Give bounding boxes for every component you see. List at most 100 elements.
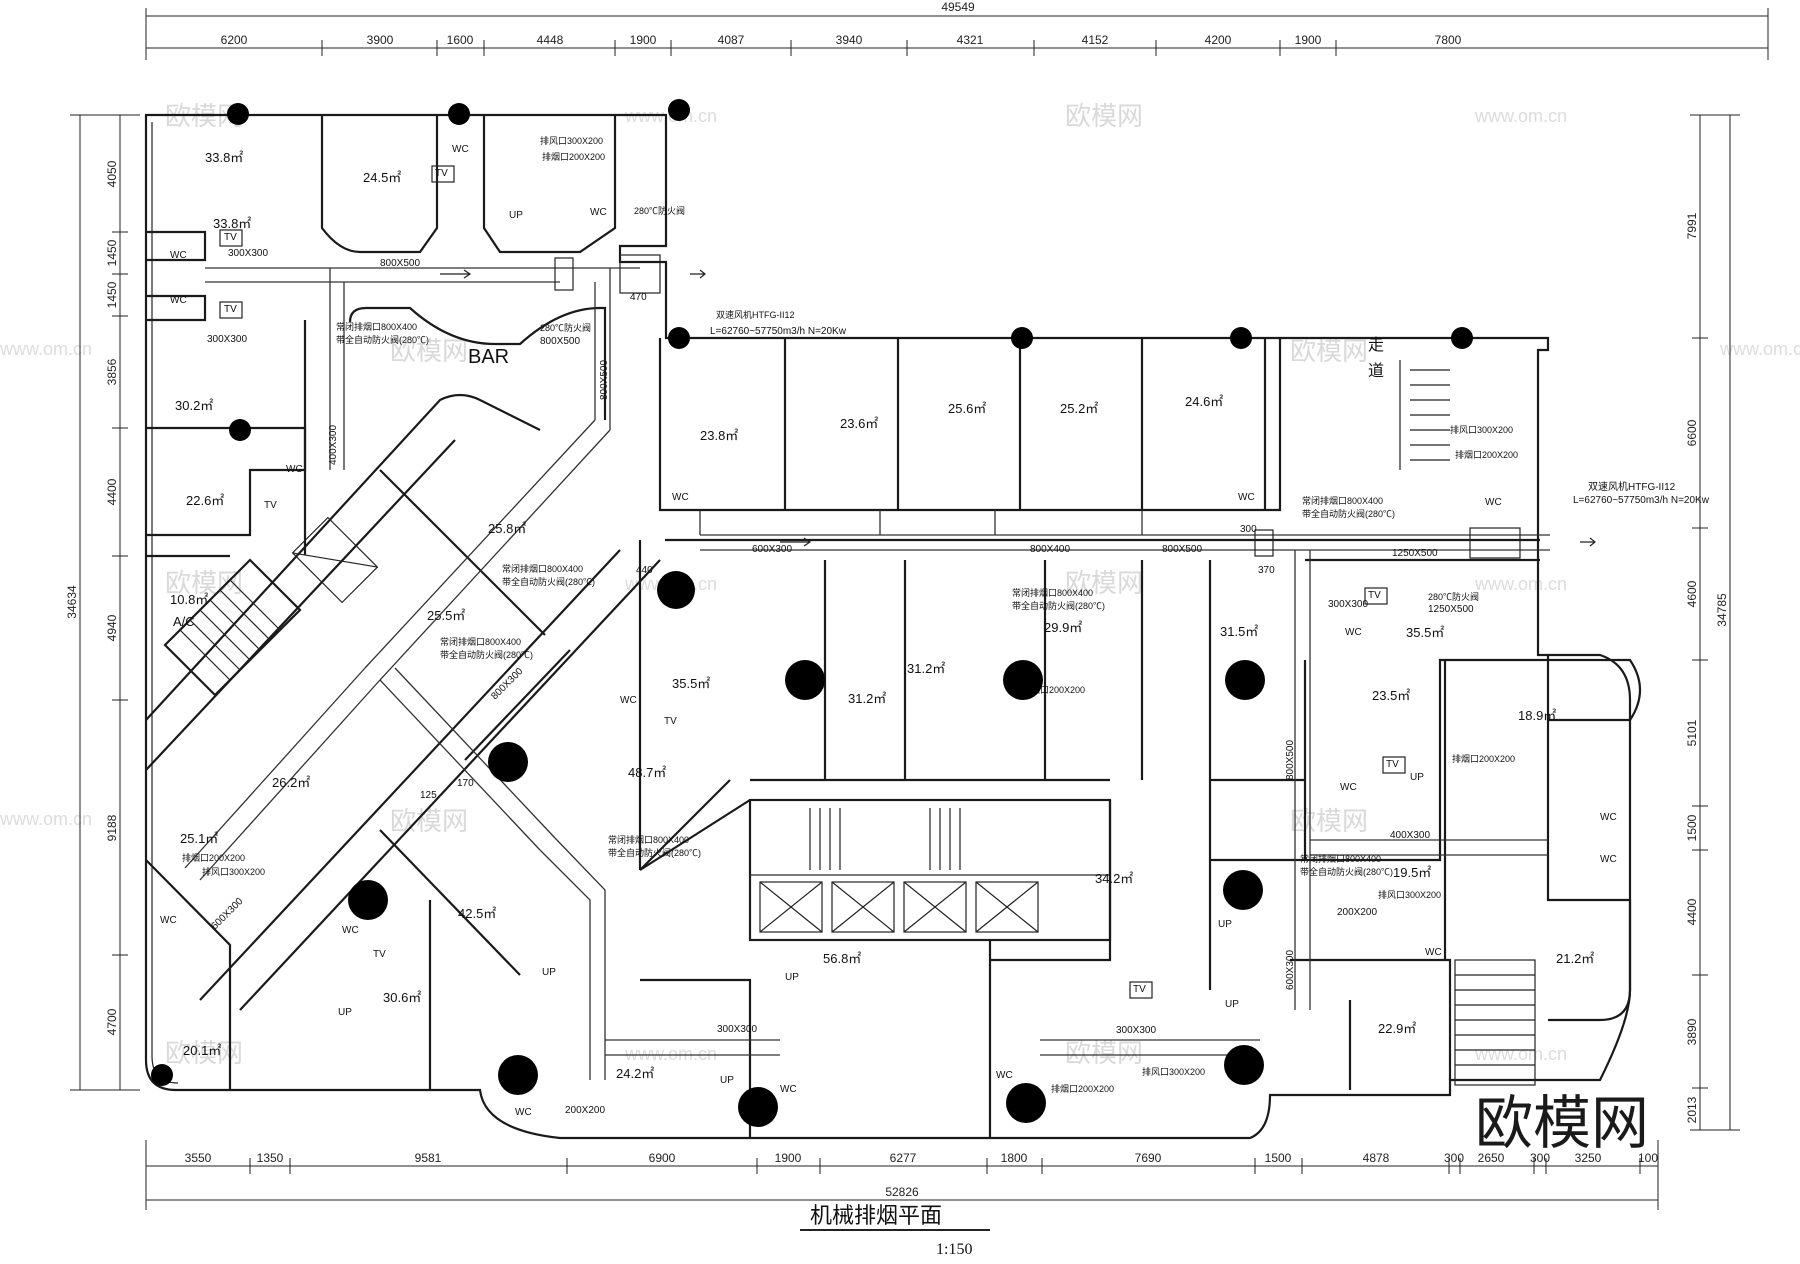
- vent-note: 排风口300X200: [1142, 1066, 1205, 1077]
- dim-bottom: 2650: [1478, 1151, 1505, 1165]
- smoke-exhaust-point-p20: [1224, 1045, 1264, 1085]
- tv-label: TV: [264, 500, 277, 511]
- fan-note: 双速风机HTFG-II12: [716, 309, 795, 320]
- fan-note: L=62760~57750m3/h N=20Kw: [710, 326, 847, 337]
- wc-label: WC: [1600, 812, 1617, 823]
- vent-note: 排风口300X200: [1450, 424, 1513, 435]
- smoke-exhaust-point-p15: [348, 880, 388, 920]
- watermark-url: www.om.cn: [624, 1044, 717, 1064]
- dim-bottom: 1350: [257, 1151, 284, 1165]
- dim-right: 5101: [1685, 719, 1699, 746]
- dim-bottom: 4878: [1363, 1151, 1390, 1165]
- exhaust-inlet-note: 排烟口200X200: [182, 852, 245, 863]
- room-area-label: 24.2㎡: [616, 1066, 654, 1081]
- tv-label: TV: [664, 716, 677, 727]
- title-block: 机械排烟平面 1:150 欧模网: [800, 1089, 1649, 1258]
- room-area-label: 31.2㎡: [848, 691, 886, 706]
- damper-note: 带全自动防火阀(280℃): [336, 334, 429, 345]
- duct-size: 200X200: [1337, 907, 1377, 918]
- room-area-label: 35.5㎡: [1406, 625, 1444, 640]
- smoke-exhaust-point-p11: [785, 660, 825, 700]
- dim-left: 9188: [105, 814, 119, 841]
- room-area-label: 31.2㎡: [907, 661, 945, 676]
- fan-note: L=62760~57750m3/h N=20Kw: [1573, 495, 1710, 506]
- duct-dim: 125: [420, 790, 437, 801]
- watermark-url: www.om.cn: [0, 339, 92, 359]
- dim-right: 2013: [1685, 1096, 1699, 1123]
- room-area-label: 42.5㎡: [458, 906, 496, 921]
- room-ac-label: A/C: [173, 614, 195, 629]
- wc-label: WC: [160, 915, 177, 926]
- dim-right: 3890: [1685, 1018, 1699, 1045]
- watermark: 欧模网: [390, 337, 468, 367]
- wc-label: WC: [1340, 782, 1357, 793]
- dim-left: 1450: [105, 239, 119, 266]
- dim-top: 1900: [630, 33, 657, 47]
- smoke-exhaust-point-p14: [488, 742, 528, 782]
- duct-dim: 300: [1240, 524, 1257, 535]
- dim-bottom: 300: [1444, 1151, 1464, 1165]
- watermarks: 欧模网 www.om.cn 欧模网 www.om.cn 欧模网 欧模网 欧模网 …: [0, 102, 1800, 1069]
- watermark-url: www.om.cn: [1474, 1044, 1567, 1064]
- duct-size: 800X500: [380, 258, 420, 269]
- smoke-exhaust-point-p10: [657, 571, 695, 609]
- wc-label: WC: [620, 695, 637, 706]
- corridor-label: 走: [1368, 336, 1384, 354]
- watermark-url: www.om.cn: [1474, 574, 1567, 594]
- fixtures: WC WC WC WC WC WC WC WC WC WC WC WC WC W…: [160, 144, 1617, 1118]
- damper-note: 带全自动防火阀(280℃): [608, 847, 701, 858]
- smoke-exhaust-point-p2: [448, 103, 470, 125]
- damper-note: 带全自动防火阀(280℃): [440, 649, 533, 660]
- duct-dim: 370: [1258, 565, 1275, 576]
- dim-bottom: 300: [1530, 1151, 1550, 1165]
- equipment-notes: 双速风机HTFG-II12 L=62760~57750m3/h N=20Kw 双…: [182, 135, 1710, 1094]
- tv-label: TV: [435, 168, 448, 179]
- dim-bottom: 1900: [775, 1151, 802, 1165]
- room-labels: 33.8㎡ 24.5㎡ 33.8㎡ 30.2㎡ 22.6㎡ 10.8㎡ A/C …: [170, 150, 1594, 1081]
- smoke-exhaust-point-p6: [1230, 327, 1252, 349]
- damper-note: 带全自动防火阀(280℃): [1300, 866, 1393, 877]
- duct-size: 400X300: [1390, 830, 1430, 841]
- smoke-exhaust-point-p16: [1223, 870, 1263, 910]
- duct-size: 800X500: [1162, 544, 1202, 555]
- bar-label: BAR: [468, 346, 509, 368]
- dim-left: 4050: [105, 160, 119, 187]
- smoke-exhaust-point-p12: [1003, 660, 1043, 700]
- dim-top: 3940: [836, 33, 863, 47]
- wc-label: WC: [1345, 627, 1362, 638]
- room-area-label: 24.6㎡: [1185, 394, 1223, 409]
- dimension-lines: [70, 8, 1769, 1210]
- watermark-url: www.om.cn: [0, 809, 92, 829]
- room-area-label: 33.8㎡: [213, 216, 251, 231]
- wc-label: WC: [590, 207, 607, 218]
- room-area-label: 48.7㎡: [628, 765, 666, 780]
- watermark-url: www.om.cn: [1719, 339, 1800, 359]
- smoke-exhaust-point-p1: [227, 103, 249, 125]
- dim-top: 7800: [1435, 33, 1462, 47]
- room-area-label: 23.8㎡: [700, 428, 738, 443]
- dim-top: 1600: [447, 33, 474, 47]
- room-area-label: 29.9㎡: [1044, 620, 1082, 635]
- tv-label: TV: [224, 304, 237, 315]
- smoke-inlet-note: 常闭排烟口800X400: [440, 636, 521, 647]
- drawing-title: 机械排烟平面: [810, 1204, 942, 1229]
- room-area-label: 23.6㎡: [840, 416, 878, 431]
- smoke-exhaust-point-p17: [498, 1055, 538, 1095]
- dim-left: 4700: [105, 1008, 119, 1035]
- exhaust-inlet-note: 排烟口200X200: [1051, 1083, 1114, 1094]
- duct-size: 1250X500: [1392, 548, 1438, 559]
- smoke-inlet-note: 常闭排烟口800X400: [1300, 853, 1381, 864]
- damper-note: 带全自动防火阀(280℃): [1302, 508, 1395, 519]
- dim-left: 3856: [105, 358, 119, 385]
- smoke-exhaust-point-p19: [1006, 1083, 1046, 1123]
- up-label: UP: [785, 972, 799, 983]
- exhaust-inlet-note: 排烟口200X200: [542, 151, 605, 162]
- dimension-texts: 49549 6200 3900 1600 4448 1900 4087 3940…: [65, 0, 1729, 1199]
- duct-size: 800X500: [1285, 740, 1296, 780]
- dim-bottom-total: 52826: [885, 1185, 919, 1199]
- exhaust-inlet-note: 排烟口200X200: [1455, 449, 1518, 460]
- dim-bottom: 9581: [415, 1151, 442, 1165]
- duct-size: 300X300: [1328, 599, 1368, 610]
- vent-note: 排风口300X200: [540, 135, 603, 146]
